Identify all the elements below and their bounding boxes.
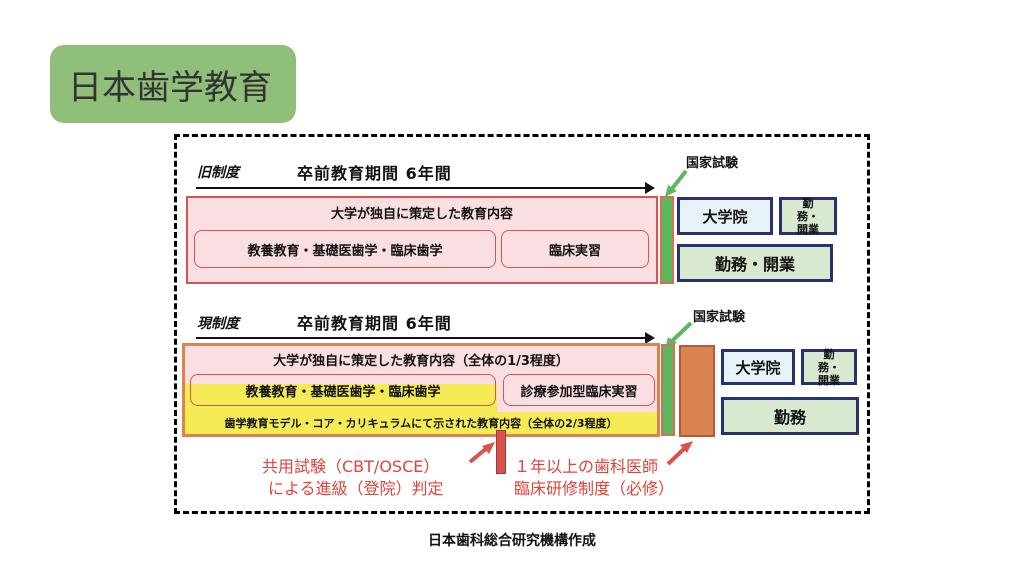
common-exam-bar <box>496 430 506 474</box>
old-work-box: 勤務・開業 <box>677 244 833 282</box>
new-national-exam-bar <box>661 344 675 436</box>
new-subject-general: 教養教育・基礎医歯学・臨床歯学 <box>190 374 496 406</box>
training-note-line2: 臨床研修制度（必修） <box>514 479 675 498</box>
training-note-line1: １年以上の歯科医師 <box>514 457 659 476</box>
new-work-small-box: 勤務・開業 <box>801 348 857 387</box>
old-timeline-arrowhead <box>645 182 655 194</box>
common-exam-note-line1: 共用試験（CBT/OSCE） <box>262 457 440 476</box>
old-exam-pointer-icon <box>665 169 688 197</box>
new-timeline-arrowhead <box>645 332 655 344</box>
common-exam-pointer-icon <box>468 442 495 464</box>
old-grad-school-box: 大学院 <box>677 197 773 235</box>
old-national-exam-bar <box>660 196 674 284</box>
new-national-exam-label: 国家試験 <box>693 310 746 325</box>
new-work-box: 勤務 <box>721 397 859 435</box>
training-pointer-icon <box>666 441 693 466</box>
old-era-label: 旧制度 <box>197 165 239 181</box>
page-title: 日本歯学教育 <box>50 45 296 123</box>
old-subject-clinical: 臨床実習 <box>501 230 649 268</box>
common-exam-note-line2: による進級（登院）判定 <box>268 479 444 498</box>
new-era-label: 現制度 <box>197 316 239 332</box>
new-grad-school-box: 大学院 <box>721 349 795 385</box>
clinical-training-bar <box>679 345 715 437</box>
old-national-exam-label: 国家試験 <box>686 156 739 171</box>
old-program-label: 大学が独自に策定した教育内容 <box>330 206 513 222</box>
old-timeline-arrow <box>196 187 646 189</box>
old-work-small-box: 勤務・開業 <box>779 197 837 236</box>
new-core-curriculum-label: 歯学教育モデル・コア・カリキュラムにて示された教育内容（全体の2/3程度） <box>224 417 618 430</box>
old-period-label: 卒前教育期間 6年間 <box>297 164 452 183</box>
new-timeline-arrow <box>196 337 646 339</box>
new-program-label: 大学が独自に策定した教育内容（全体の1/3程度） <box>273 353 569 369</box>
new-subject-clinical: 診療参加型臨床実習 <box>503 374 655 406</box>
old-subject-general: 教養教育・基礎医歯学・臨床歯学 <box>194 230 496 268</box>
new-period-label: 卒前教育期間 6年間 <box>297 314 452 333</box>
source-caption: 日本歯科総合研究機構作成 <box>428 533 596 549</box>
